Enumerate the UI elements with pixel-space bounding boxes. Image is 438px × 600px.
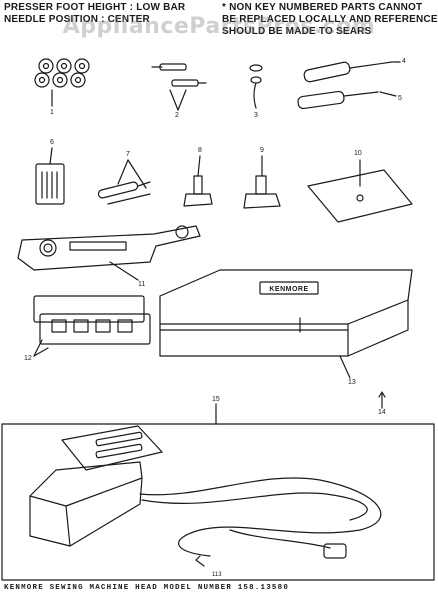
footer-model-text: KENMORE SEWING MACHINE HEAD MODEL NUMBER… bbox=[4, 584, 290, 592]
seam-ripper-part-7 bbox=[97, 159, 151, 205]
header-right-line-1: * NON KEY NUMBERED PARTS CANNOT bbox=[222, 2, 423, 13]
spool-pins-part-2 bbox=[151, 63, 207, 111]
callout-14: 14 bbox=[378, 409, 386, 416]
callout-13: 13 bbox=[348, 379, 356, 386]
spool-holder-part-3 bbox=[249, 64, 263, 109]
callout-12: 12 bbox=[24, 355, 32, 362]
foot-controller-part-15 bbox=[29, 425, 382, 567]
storage-case-part-13 bbox=[159, 269, 413, 379]
header-right-line-3: SHOULD BE MADE TO SEARS bbox=[222, 26, 372, 37]
presser-foot-part-8 bbox=[183, 155, 213, 207]
callout-5: 5 bbox=[398, 95, 402, 102]
header-right-line-2: BE REPLACED LOCALLY AND REFERENCE bbox=[222, 14, 438, 25]
callout-11: 11 bbox=[138, 281, 146, 288]
callout-1: 1 bbox=[50, 109, 54, 116]
callout-4: 4 bbox=[402, 58, 406, 65]
attachment-part-11 bbox=[17, 225, 201, 281]
bobbins-part-1 bbox=[34, 58, 90, 107]
page-code: 113 bbox=[212, 572, 222, 578]
cams-part-12 bbox=[33, 295, 151, 357]
callout-15: 15 bbox=[212, 396, 220, 403]
screwdrivers-part-4-5 bbox=[297, 61, 401, 110]
callout-6: 6 bbox=[50, 139, 54, 146]
header-left-line-1: PRESSER FOOT HEIGHT : LOW BAR bbox=[4, 2, 186, 13]
case-label: KENMORE bbox=[269, 286, 308, 293]
callout-9: 9 bbox=[260, 147, 264, 154]
header-left-line-2: NEEDLE POSITION : CENTER bbox=[4, 14, 150, 25]
plate-part-10 bbox=[307, 159, 413, 223]
callout-8: 8 bbox=[198, 147, 202, 154]
callout-2: 2 bbox=[175, 112, 179, 119]
needle-pack-part-6 bbox=[35, 147, 65, 205]
presser-foot-part-9 bbox=[243, 155, 281, 209]
callout-7: 7 bbox=[126, 151, 130, 158]
callout-10: 10 bbox=[354, 150, 362, 157]
callout-3: 3 bbox=[254, 112, 258, 119]
foot-control-section-box bbox=[1, 423, 435, 581]
